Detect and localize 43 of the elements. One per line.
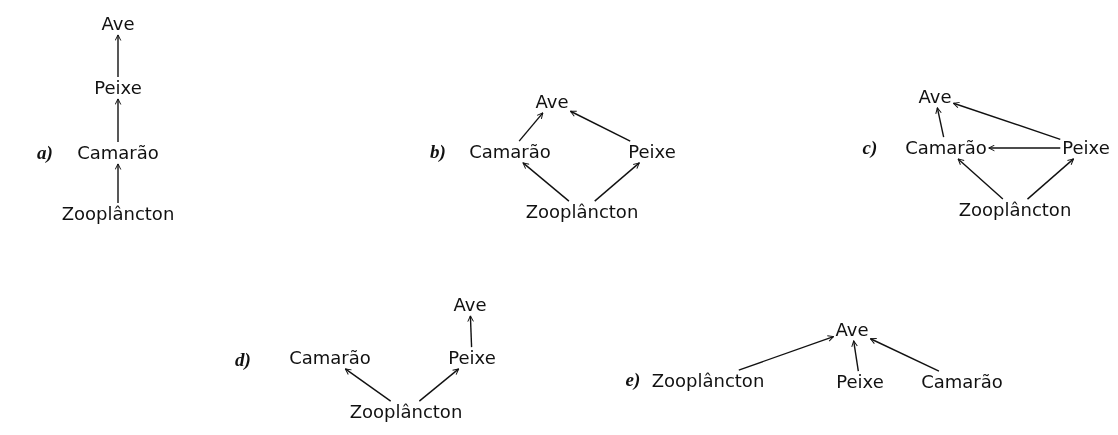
arrow [1026,158,1075,200]
arrow [114,98,122,143]
organism-label: Ave [916,86,954,108]
organism-label: Ave [99,13,137,35]
organism-label: Peixe [92,77,144,99]
arrow [935,107,945,138]
organism-label: Zooplâncton [956,199,1074,221]
arrow [988,144,1061,152]
option-letter: b) [430,141,446,163]
arrow [869,338,940,372]
organism-label: Ave [533,91,571,113]
arrow [418,368,460,402]
arrow [114,34,122,78]
organism-label: Camarão [903,137,989,159]
option-letter: e) [625,369,641,391]
organism-label: Zooplâncton [59,203,177,225]
arrow [594,162,640,202]
organism-label: Peixe [626,141,678,163]
arrow [957,158,1004,200]
arrow [114,163,122,204]
arrow [952,101,1061,140]
organism-label: Peixe [1060,137,1112,159]
organism-label: Ave [833,319,871,341]
organism-label: Peixe [834,371,886,393]
arrow [344,368,392,402]
option-letter: c) [862,137,878,159]
option-letter: d) [235,349,251,371]
organism-label: Ave [451,294,489,316]
organism-label: Camarão [919,371,1005,393]
arrow [522,162,570,202]
arrow [518,112,544,142]
organism-label: Camarão [467,141,553,163]
arrow [738,335,835,371]
organism-label: Zooplâncton [523,201,641,223]
organism-label: Camarão [75,142,161,164]
organism-label: Peixe [446,347,498,369]
organism-label: Zooplâncton [649,370,767,392]
option-letter: a) [37,142,53,164]
arrow [569,110,631,142]
organism-label: Zooplâncton [347,401,465,423]
arrow [851,340,860,372]
arrow [467,315,474,348]
organism-label: Camarão [287,347,373,369]
